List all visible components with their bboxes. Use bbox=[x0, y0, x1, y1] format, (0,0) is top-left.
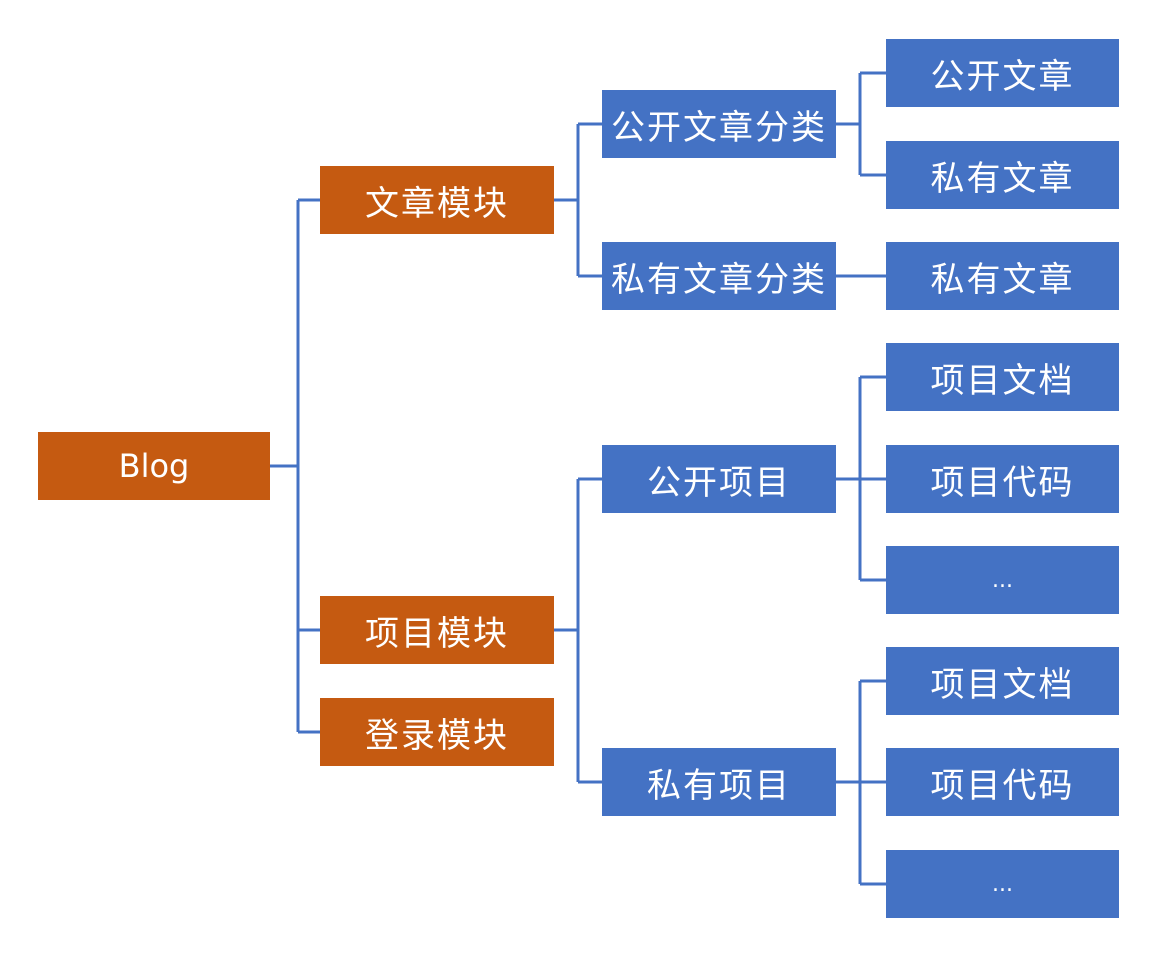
node-login-module: 登录模块 bbox=[320, 698, 554, 766]
leaf-project-code: 项目代码 bbox=[886, 748, 1119, 816]
node-article-module: 文章模块 bbox=[320, 166, 554, 234]
leaf-ellipsis: ... bbox=[886, 850, 1119, 918]
node-private-project: 私有项目 bbox=[602, 748, 836, 816]
node-public-article-category: 公开文章分类 bbox=[602, 90, 836, 158]
leaf-project-doc: 项目文档 bbox=[886, 343, 1119, 411]
node-private-article-category: 私有文章分类 bbox=[602, 242, 836, 310]
leaf-public-article: 公开文章 bbox=[886, 39, 1119, 107]
leaf-private-article: 私有文章 bbox=[886, 141, 1119, 209]
leaf-private-article: 私有文章 bbox=[886, 242, 1119, 310]
leaf-project-code: 项目代码 bbox=[886, 445, 1119, 513]
node-project-module: 项目模块 bbox=[320, 596, 554, 664]
node-public-project: 公开项目 bbox=[602, 445, 836, 513]
leaf-ellipsis: ... bbox=[886, 546, 1119, 614]
root-node-blog: Blog bbox=[38, 432, 270, 500]
leaf-project-doc: 项目文档 bbox=[886, 647, 1119, 715]
